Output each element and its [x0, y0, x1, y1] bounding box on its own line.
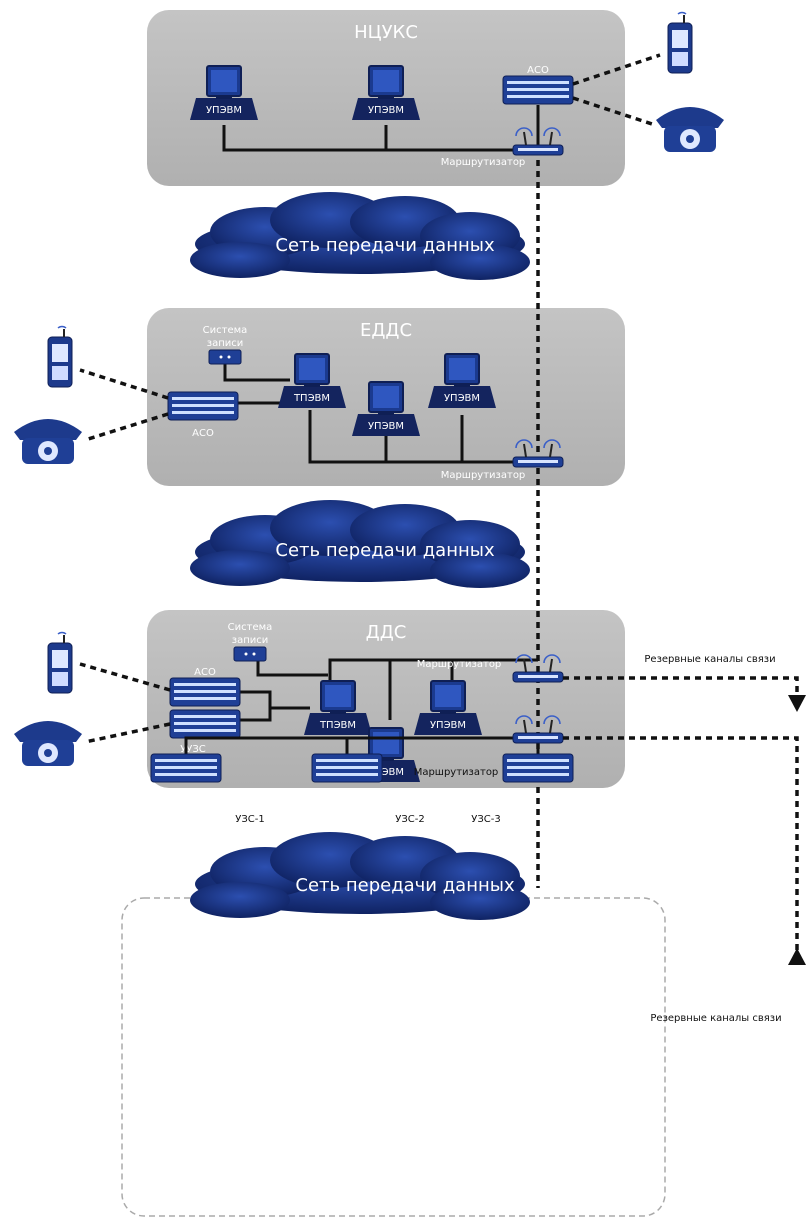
arrow-down-icon	[788, 695, 806, 712]
switch-icon	[167, 391, 239, 421]
bottom-reserve-label: Резервные каналы связи	[650, 1013, 781, 1024]
dds-uuzs-label: УУЗС	[180, 744, 206, 755]
bottom-uzs3-label: УЗС-3	[471, 814, 500, 825]
zone-title-edds: ЕДДС	[360, 320, 412, 341]
desk-phone-icon	[14, 419, 82, 464]
zone-title-ncuks: НЦУКС	[354, 22, 418, 43]
zone-dds	[147, 610, 625, 788]
edds-recorder-label-2: записи	[207, 338, 243, 349]
mobile-phone-icon	[47, 631, 73, 694]
dds-pc-right-label: УПЭВМ	[430, 720, 466, 731]
dds-pc-bottom-label: УПЭВМ	[368, 767, 404, 778]
dds-recorder-label-2: записи	[232, 635, 268, 646]
switch-icon	[169, 709, 241, 739]
dds-reserve-label: Резервные каналы связи	[644, 654, 775, 665]
zone-title-dds: ДДС	[366, 622, 407, 643]
ncuks-aso-label: АСО	[527, 65, 549, 76]
edds-pc-mid-label: УПЭВМ	[368, 421, 404, 432]
switch-icon	[311, 753, 383, 783]
bottom-uzs2-label: УЗС-2	[395, 814, 424, 825]
edds-tpevm-label: ТПЭВМ	[293, 393, 330, 404]
desk-phone-icon	[656, 107, 724, 152]
edds-pc-right-label: УПЭВМ	[444, 393, 480, 404]
mobile-phone-icon	[47, 325, 73, 388]
arrow-up-icon	[788, 948, 806, 965]
ncuks-pc2-label: УПЭВМ	[368, 105, 404, 116]
dds-router-label: Маршрутизатор	[417, 659, 502, 670]
switch-icon	[150, 753, 222, 783]
desk-phone-icon	[14, 721, 82, 766]
switch-icon	[502, 753, 574, 783]
ncuks-pc1-label: УПЭВМ	[206, 105, 242, 116]
zone-warning	[121, 897, 666, 1217]
cloud-label-3: Сеть передачи данных	[295, 875, 515, 896]
edds-router-label: Маршрутизатор	[441, 470, 526, 481]
switch-icon	[169, 677, 241, 707]
cloud-label-2: Сеть передачи данных	[275, 540, 495, 561]
dds-tpevm-label: ТПЭВМ	[319, 720, 356, 731]
dds-aso-label: АСО	[194, 667, 216, 678]
cloud-label-1: Сеть передачи данных	[275, 235, 495, 256]
ncuks-router-label: Маршрутизатор	[441, 157, 526, 168]
edds-aso-label: АСО	[192, 428, 214, 439]
recorder-icon	[233, 646, 267, 662]
edds-recorder-label-1: Система	[203, 325, 248, 336]
dds-recorder-label-1: Система	[228, 622, 273, 633]
recorder-icon	[208, 349, 242, 365]
switch-icon	[502, 75, 574, 105]
mobile-phone-icon	[667, 11, 693, 74]
bottom-router-label: Маршрутизатор	[414, 767, 499, 778]
bottom-uzs1-label: УЗС-1	[235, 814, 264, 825]
